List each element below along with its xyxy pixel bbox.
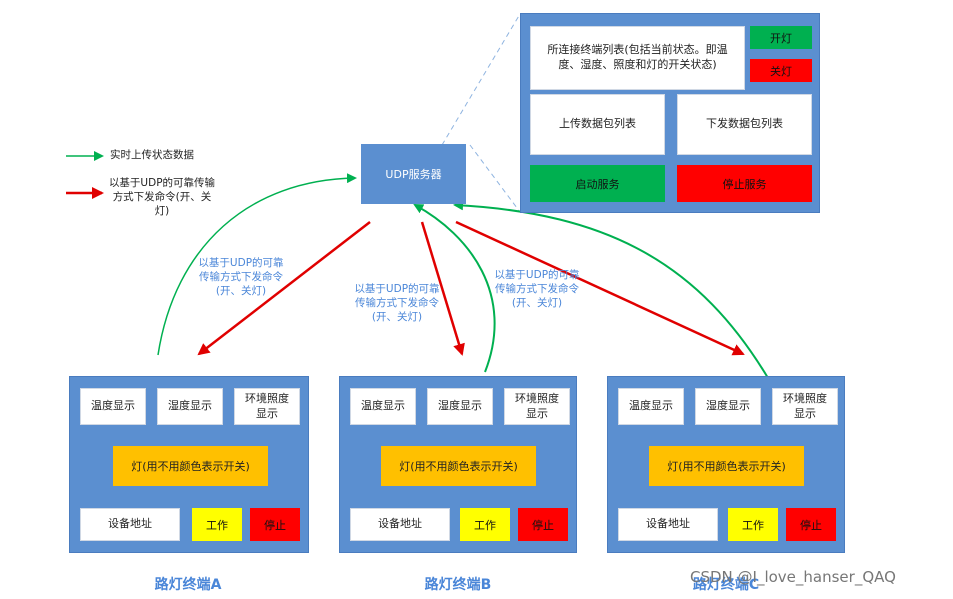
server-panel: 所连接终端列表(包括当前状态。即温度、湿度、照度和灯的开关状态) 开灯 关灯 上… xyxy=(520,13,820,213)
terminal-label-c: 路灯终端C xyxy=(692,577,760,593)
start-service-button[interactable]: 启动服务 xyxy=(530,165,665,202)
udp-server-node: UDP服务器 xyxy=(361,144,466,204)
legend-green-text: 实时上传状态数据 xyxy=(110,149,194,161)
command-note-b: 以基于UDP的可靠传输方式下发命令(开、关灯) xyxy=(354,283,440,324)
command-arrow-a xyxy=(197,221,371,356)
uplink-arrow-c xyxy=(453,200,769,379)
stop-button[interactable]: 停止 xyxy=(250,508,300,541)
command-note-c: 以基于UDP的可靠传输方式下发命令(开、关灯) xyxy=(494,269,580,310)
lamp-indicator: 灯(用不用颜色表示开关) xyxy=(649,446,804,486)
temperature-display: 温度显示 xyxy=(350,388,416,425)
upload-packet-list: 上传数据包列表 xyxy=(530,94,665,155)
terminal-panel-b: 温度显示 湿度显示 环境照度显示 灯(用不用颜色表示开关) 设备地址 工作 停止 xyxy=(339,376,577,553)
work-button[interactable]: 工作 xyxy=(728,508,778,541)
light-off-button[interactable]: 关灯 xyxy=(750,59,812,82)
client-list: 所连接终端列表(包括当前状态。即温度、湿度、照度和灯的开关状态) xyxy=(530,26,745,90)
command-arrow-c xyxy=(455,220,745,356)
temperature-display: 温度显示 xyxy=(80,388,146,425)
uplink-arrow-b xyxy=(413,204,496,373)
terminal-label-b: 路灯终端B xyxy=(424,577,492,593)
stop-button[interactable]: 停止 xyxy=(518,508,568,541)
device-address: 设备地址 xyxy=(80,508,180,541)
callout-line-top xyxy=(441,13,521,146)
device-address: 设备地址 xyxy=(350,508,450,541)
stop-service-button[interactable]: 停止服务 xyxy=(677,165,812,202)
humidity-display: 湿度显示 xyxy=(157,388,223,425)
legend-red-text: 以基于UDP的可靠传输方式下发命令(开、关灯) xyxy=(108,177,216,218)
illuminance-display: 环境照度显示 xyxy=(234,388,300,425)
terminal-panel-a: 温度显示 湿度显示 环境照度显示 灯(用不用颜色表示开关) 设备地址 工作 停止 xyxy=(69,376,309,553)
temperature-display: 温度显示 xyxy=(618,388,684,425)
work-button[interactable]: 工作 xyxy=(192,508,242,541)
illuminance-display: 环境照度显示 xyxy=(504,388,570,425)
uplink-arrow-a xyxy=(157,173,357,356)
humidity-display: 湿度显示 xyxy=(695,388,761,425)
humidity-display: 湿度显示 xyxy=(427,388,493,425)
terminal-label-a: 路灯终端A xyxy=(154,577,222,593)
stop-button[interactable]: 停止 xyxy=(786,508,836,541)
terminal-panel-c: 温度显示 湿度显示 环境照度显示 灯(用不用颜色表示开关) 设备地址 工作 停止 xyxy=(607,376,845,553)
illuminance-display: 环境照度显示 xyxy=(772,388,838,425)
callout-line-bottom xyxy=(469,144,521,213)
light-on-button[interactable]: 开灯 xyxy=(750,26,812,49)
watermark: CSDN @I_love_hanser_QAQ xyxy=(690,568,896,586)
command-note-a: 以基于UDP的可靠传输方式下发命令(开、关灯) xyxy=(198,257,284,298)
lamp-indicator: 灯(用不用颜色表示开关) xyxy=(113,446,268,486)
command-arrow-b xyxy=(420,221,465,356)
lamp-indicator: 灯(用不用颜色表示开关) xyxy=(381,446,536,486)
work-button[interactable]: 工作 xyxy=(460,508,510,541)
download-packet-list: 下发数据包列表 xyxy=(677,94,812,155)
device-address: 设备地址 xyxy=(618,508,718,541)
